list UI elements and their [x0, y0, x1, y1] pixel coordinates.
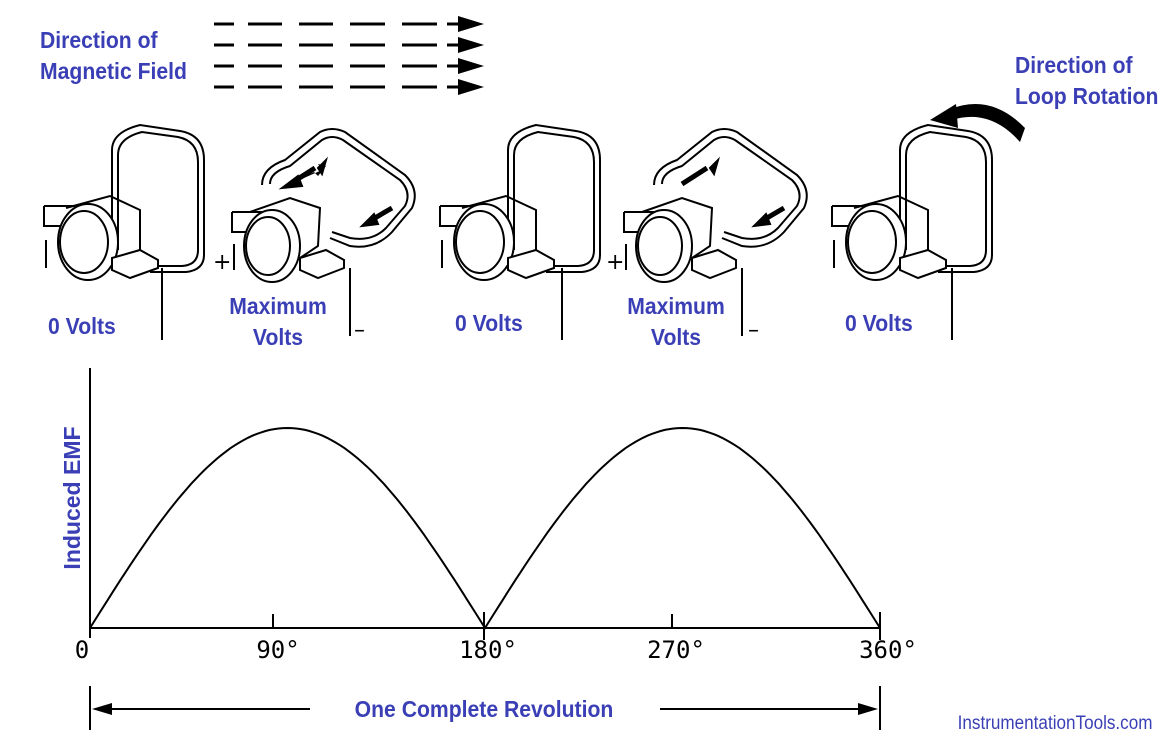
position-90-voltage: Maximum Volts [214, 291, 343, 353]
position-90-voltage-line-2: Volts [252, 324, 304, 350]
minus-sign-270: – [748, 318, 759, 343]
x-tick-360: 360° [859, 636, 917, 664]
rotation-label: Direction of Loop Rotation [1015, 50, 1158, 112]
loop-position-180 [439, 123, 601, 340]
watermark: InstrumentationTools.com [957, 713, 1152, 734]
loop-position-270 [623, 128, 808, 336]
loop-position-90 [231, 128, 416, 336]
position-90-voltage-line-1: Maximum [229, 293, 327, 319]
x-axis-label: One Complete Revolution [354, 696, 614, 722]
emf-curve [89, 426, 881, 630]
rotation-arrow-icon [930, 104, 1025, 142]
x-tick-180: 180° [459, 636, 517, 664]
chart-axes [89, 368, 881, 640]
position-270-voltage: Maximum Volts [612, 291, 741, 353]
minus-sign-90: – [354, 318, 365, 343]
loop-position-0 [43, 123, 205, 340]
x-tick-270: 270° [647, 636, 705, 664]
position-0-voltage: 0 Volts [48, 313, 116, 339]
position-270-voltage-line-1: Maximum [627, 293, 725, 319]
position-360-voltage: 0 Volts [845, 310, 913, 336]
field-label: Direction of Magnetic Field [40, 25, 187, 87]
x-tick-0: 0 [74, 636, 90, 664]
plus-sign-90: + [213, 250, 232, 275]
y-axis-label: Induced EMF [59, 426, 85, 569]
field-label-line-2: Magnetic Field [40, 58, 187, 84]
rotation-label-line-1: Direction of [1015, 52, 1133, 78]
field-label-line-1: Direction of [40, 27, 158, 53]
loop-position-360 [831, 123, 993, 340]
magnetic-field-arrows [212, 16, 486, 97]
position-180-voltage: 0 Volts [455, 310, 523, 336]
x-tick-90: 90° [256, 636, 300, 664]
revolution-dimension [89, 686, 881, 730]
position-270-voltage-line-2: Volts [650, 324, 702, 350]
plus-sign-270: + [606, 250, 625, 275]
rotation-label-line-2: Loop Rotation [1015, 83, 1159, 109]
